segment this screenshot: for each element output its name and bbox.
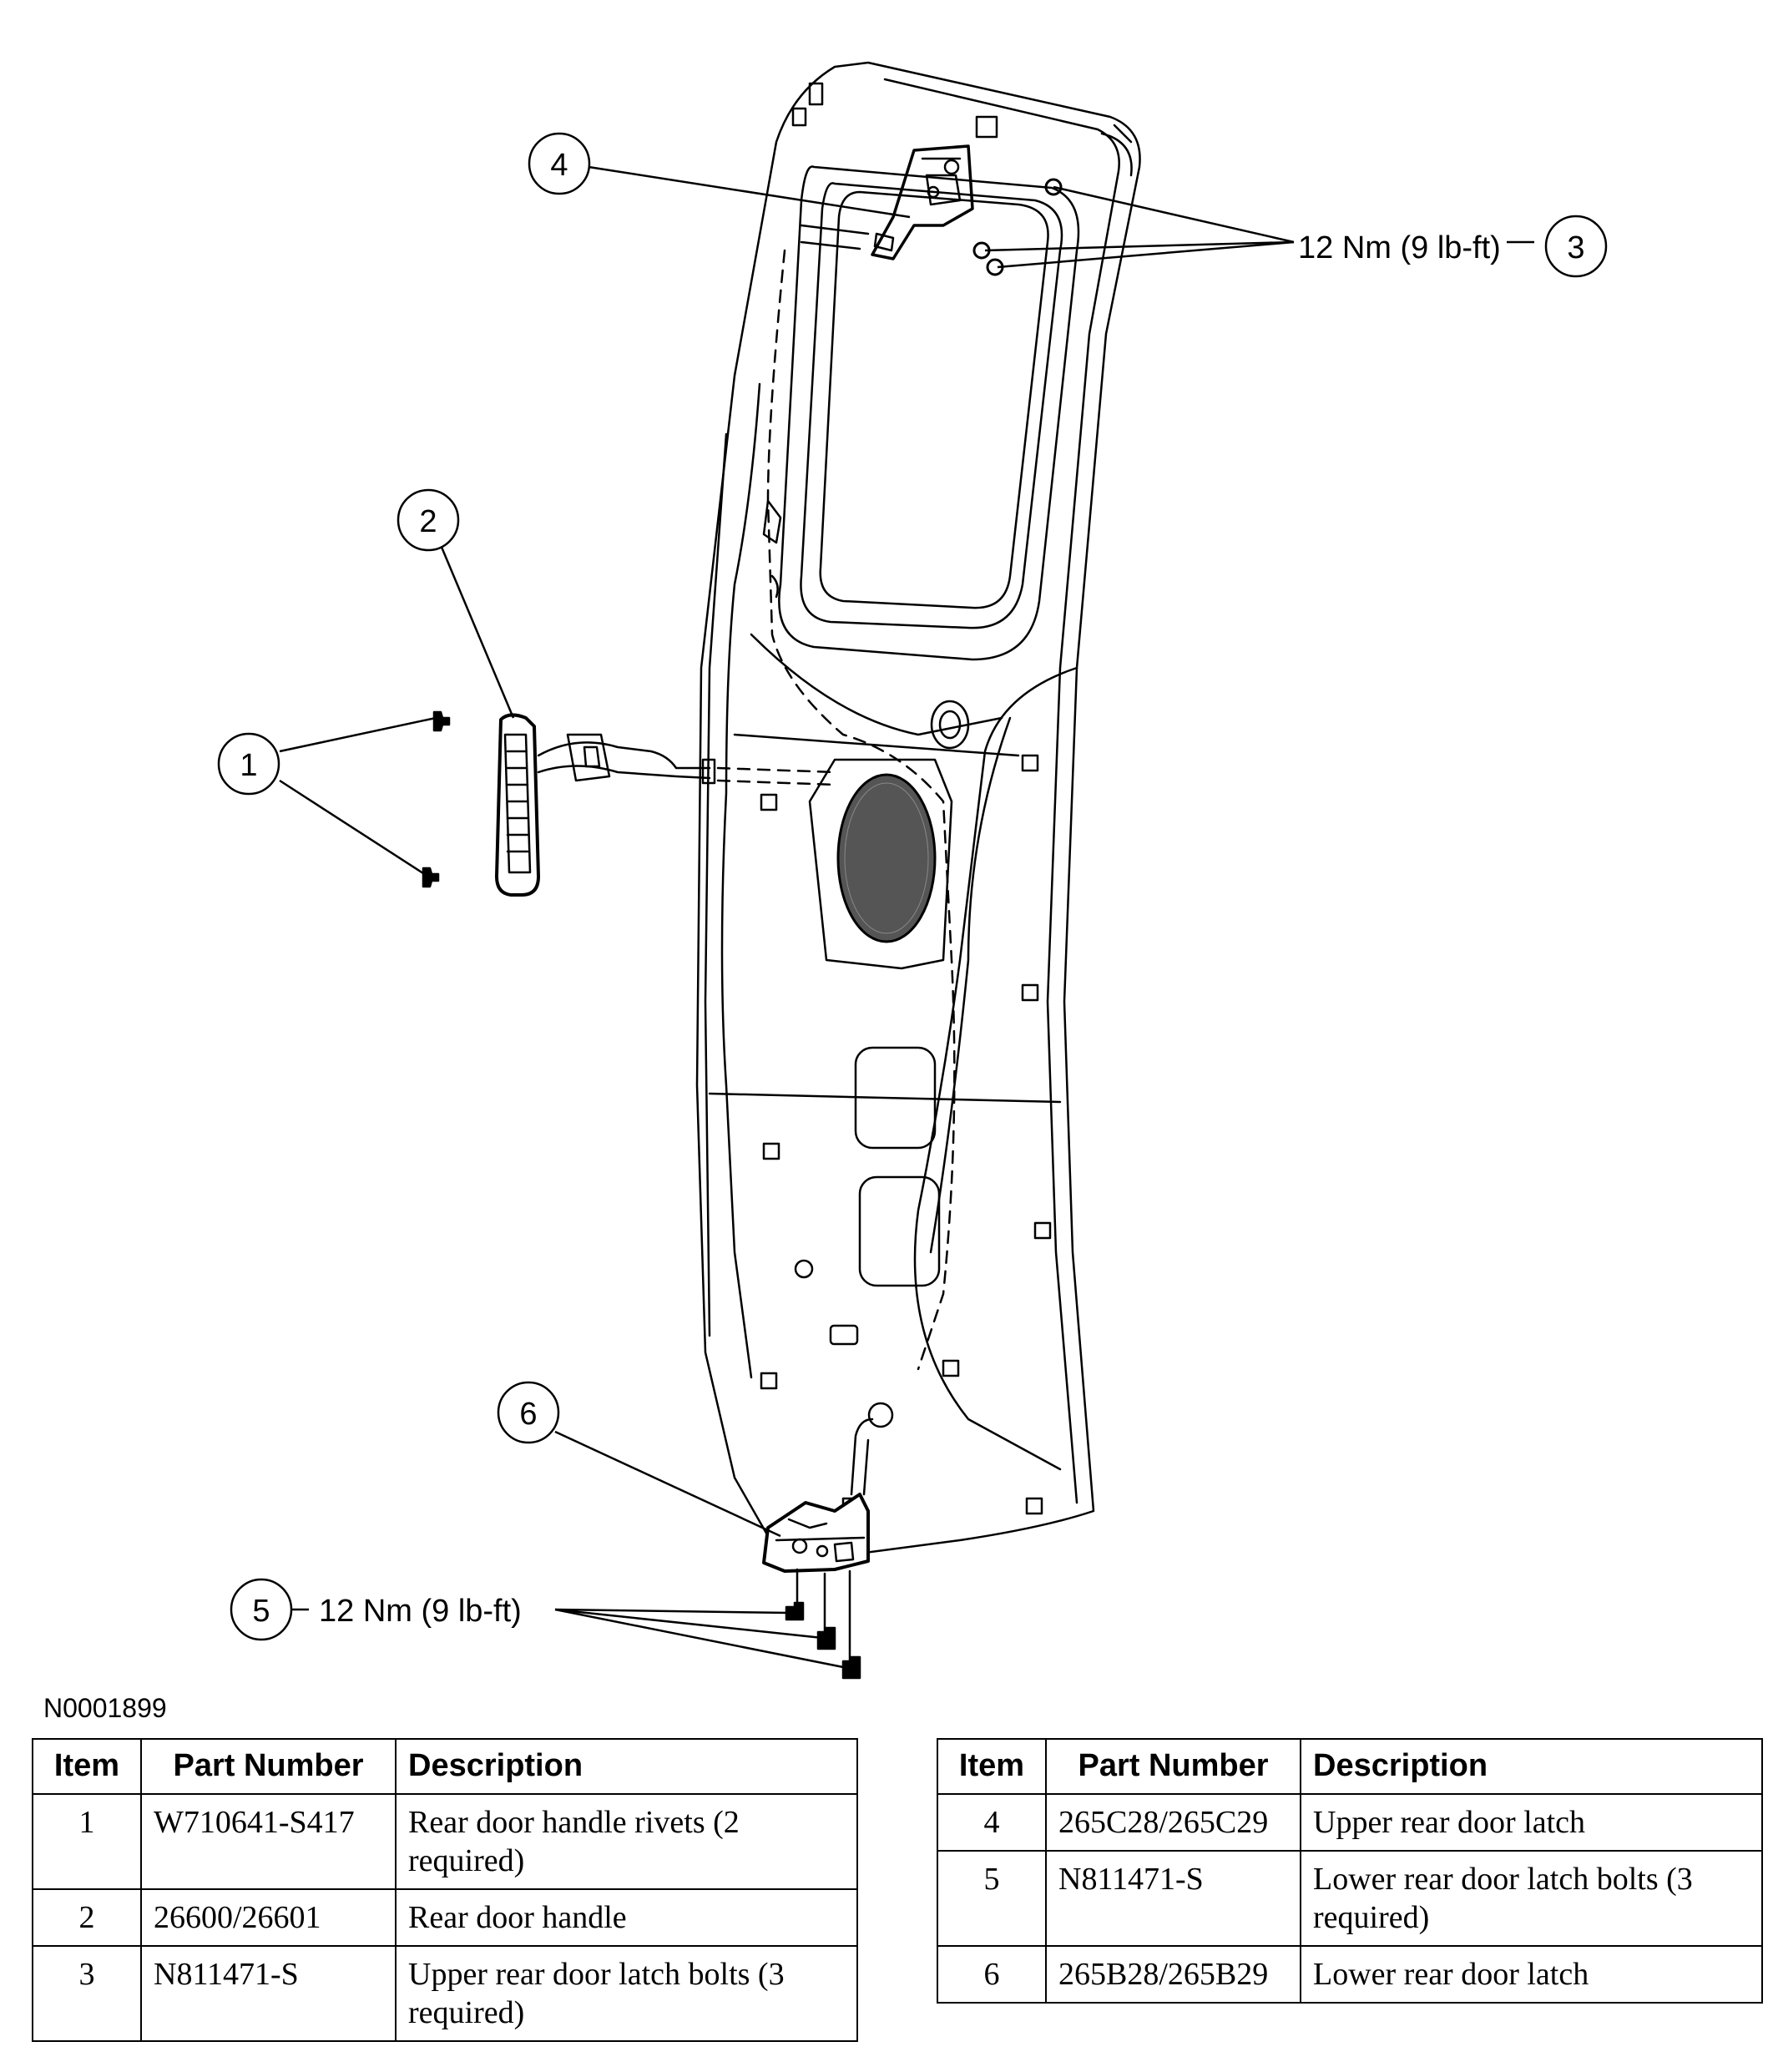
- parts-table-left: Item Part Number Description 1 W710641-S…: [32, 1738, 858, 2042]
- callout-circle-2: [397, 488, 460, 552]
- cell-part-number: 265B28/265B29: [1045, 1945, 1301, 2004]
- access-panel: [858, 1175, 941, 1287]
- callout-number-6: 6: [519, 1397, 537, 1432]
- lower-latch: [762, 1493, 870, 1573]
- leader-line: [984, 240, 1295, 252]
- header-part-number: Part Number: [1045, 1738, 1301, 1795]
- wire-harness: [720, 382, 761, 1379]
- upper-latch-bolt: [1044, 178, 1063, 196]
- handle-rod: [537, 741, 711, 780]
- cell-part-number: 26600/26601: [140, 1888, 397, 1947]
- header-item: Item: [937, 1738, 1047, 1795]
- torque-label-3: 12 Nm (9 lb-ft): [1298, 230, 1501, 265]
- door-flange: [704, 432, 728, 1337]
- leader-line: [554, 1608, 823, 1640]
- leader-line: [554, 1608, 848, 1670]
- handle-rivet: [432, 710, 451, 732]
- table-row: 1 W710641-S417 Rear door handle rivets (…: [32, 1793, 858, 1890]
- cell-part-number: N811471-S: [140, 1945, 397, 2042]
- wire-harness: [766, 249, 956, 1371]
- cell-description: Rear door handle: [395, 1888, 858, 1947]
- header-description: Description: [1300, 1738, 1763, 1795]
- callout-number-2: 2: [419, 504, 437, 539]
- callout-circle-6: [497, 1381, 560, 1444]
- table-header-row: Item Part Number Description: [32, 1738, 858, 1795]
- cell-item: 4: [937, 1793, 1047, 1852]
- callout-number-1: 1: [240, 748, 257, 783]
- lower-latch-bolt: [785, 1601, 805, 1621]
- table-row: 6 265B28/265B29 Lower rear door latch: [937, 1945, 1763, 2004]
- speaker-grille: [836, 773, 937, 943]
- door-exploded-view: 4 3 2 1 6 5 12 Nm (9 lb-ft) 12 Nm (9 lb-…: [217, 61, 1608, 1680]
- structure-line: [929, 716, 1012, 1254]
- door-panel-outline: [695, 61, 1141, 1563]
- wire-harness: [716, 766, 836, 786]
- callout-circle-3: [1544, 215, 1608, 278]
- header-description: Description: [395, 1738, 858, 1795]
- structure-line: [913, 666, 1078, 1471]
- torque-label-5: 12 Nm (9 lb-ft): [319, 1594, 522, 1629]
- structure-line: [708, 1092, 1062, 1104]
- leader-line: [439, 544, 515, 719]
- header-part-number: Part Number: [140, 1738, 397, 1795]
- table-row: 4 265C28/265C29 Upper rear door latch: [937, 1793, 1763, 1852]
- cell-description: Lower rear door latch bolts (3 required): [1300, 1850, 1763, 1947]
- cell-description: Rear door handle rivets (2 required): [395, 1793, 858, 1890]
- callout-circle-5: [230, 1578, 293, 1641]
- leader-line: [279, 716, 437, 753]
- parts-table-right: Item Part Number Description 4 265C28/26…: [937, 1738, 1763, 2004]
- leader-line: [554, 1430, 781, 1538]
- leader-line: [279, 779, 427, 877]
- figure-id: N0001899: [43, 1693, 167, 1723]
- callout-number-5: 5: [252, 1594, 270, 1629]
- cell-part-number: 265C28/265C29: [1045, 1793, 1301, 1852]
- callout-circle-4: [528, 132, 591, 195]
- callout-number-4: 4: [550, 148, 568, 183]
- lower-latch-bolt: [816, 1626, 836, 1650]
- callout-circle-1: [217, 732, 280, 796]
- door-handle: [495, 713, 540, 897]
- cell-part-number: N811471-S: [1045, 1850, 1301, 1947]
- cell-item: 6: [937, 1945, 1047, 2004]
- door-panel-edge: [1100, 124, 1133, 177]
- leader-line: [588, 165, 911, 219]
- handle-rivet: [422, 867, 440, 888]
- cell-description: Upper rear door latch: [1300, 1793, 1763, 1852]
- header-item: Item: [32, 1738, 142, 1795]
- door-panel-inner-outline: [883, 78, 1120, 1504]
- table-row: 3 N811471-S Upper rear door latch bolts …: [32, 1945, 858, 2042]
- access-panel: [854, 1046, 937, 1150]
- cell-item: 3: [32, 1945, 142, 2042]
- table-row: 2 26600/26601 Rear door handle: [32, 1888, 858, 1947]
- structure-line: [733, 733, 1020, 757]
- speaker-bracket: [808, 758, 953, 970]
- leader-line: [554, 1608, 790, 1615]
- leader-line: [997, 240, 1295, 269]
- cell-part-number: W710641-S417: [140, 1793, 397, 1890]
- cell-item: 1: [32, 1793, 142, 1890]
- cell-description: Upper rear door latch bolts (3 required): [395, 1945, 858, 2042]
- table-row: 5 N811471-S Lower rear door latch bolts …: [937, 1850, 1763, 1947]
- cell-item: 5: [937, 1850, 1047, 1947]
- lower-latch-bolt: [841, 1655, 861, 1680]
- structure-line: [750, 633, 1003, 736]
- window-opening: [819, 190, 1049, 609]
- cell-description: Lower rear door latch: [1300, 1945, 1763, 2004]
- leader-line: [1053, 185, 1295, 244]
- upper-latch: [871, 144, 974, 260]
- window-frame-outer: [778, 165, 1080, 661]
- table-header-row: Item Part Number Description: [937, 1738, 1763, 1795]
- window-frame-inner: [800, 182, 1063, 629]
- callout-number-3: 3: [1567, 230, 1584, 265]
- cell-item: 2: [32, 1888, 142, 1947]
